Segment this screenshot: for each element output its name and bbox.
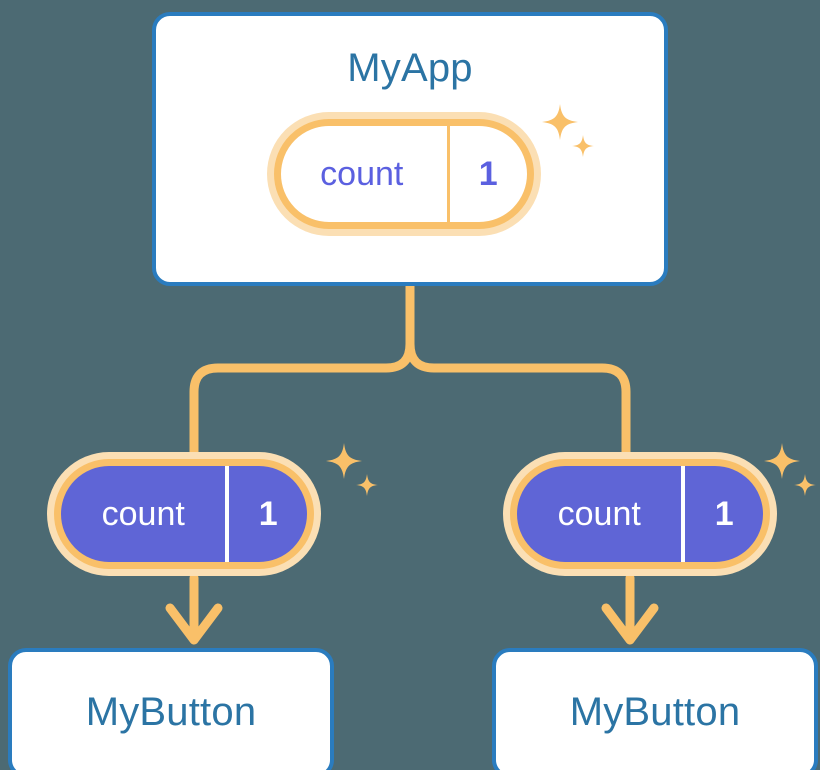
arrow-right [601,573,659,645]
node-mybutton-label: MyButton [85,690,257,734]
state-key: count [61,466,230,562]
node-myapp-label: MyApp [347,46,473,90]
state-pill-mybutton-right[interactable]: count 1 [510,459,770,569]
state-pill-mybutton-left[interactable]: count 1 [54,459,314,569]
state-pill: count 1 [54,459,314,569]
tree-connector-path-right [405,339,631,457]
tree-connector-path [189,278,415,457]
node-mybutton-right[interactable]: MyButton [492,648,818,770]
state-value: 1 [258,494,278,533]
node-mybutton-left[interactable]: MyButton [8,648,334,770]
state-value: 1 [478,154,498,193]
state-pill: count 1 [510,459,770,569]
arrow-left [165,573,223,645]
state-key: count [281,126,450,222]
state-value: 1 [714,494,734,533]
state-pill-myapp[interactable]: count 1 [274,119,534,229]
state-key: count [517,466,686,562]
node-mybutton-label: MyButton [569,690,741,734]
state-pill: count 1 [274,119,534,229]
